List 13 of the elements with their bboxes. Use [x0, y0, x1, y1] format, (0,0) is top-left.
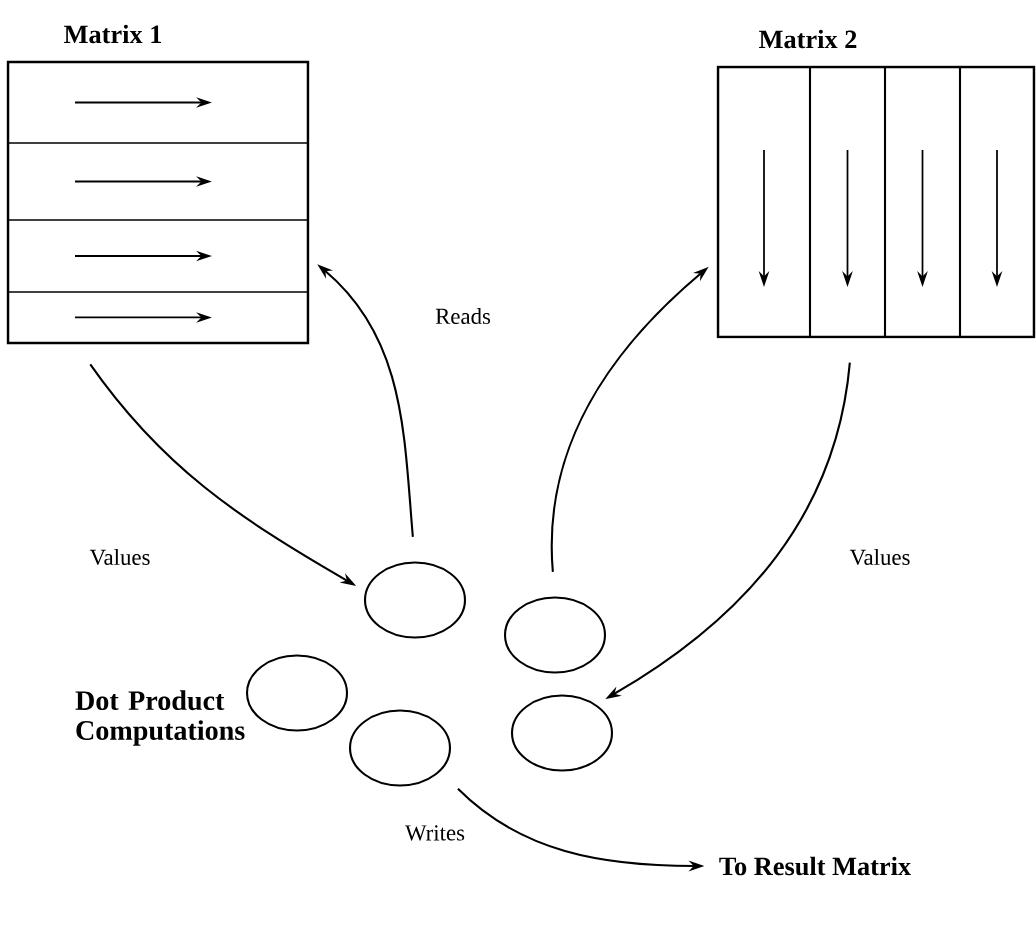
edge-label: Values: [87, 547, 153, 567]
ellipse: [363, 561, 467, 639]
edge-label: Writes: [403, 823, 467, 843]
matrix-title: Matrix 1: [64, 24, 162, 44]
edge-label: Values: [847, 547, 913, 567]
matrix-title: Matrix 2: [759, 29, 857, 49]
group-label: Dot Product Computations: [75, 690, 245, 746]
destination-label: To Result Matrix: [719, 856, 911, 876]
ellipse: [348, 709, 452, 787]
ellipse: [510, 694, 614, 772]
ellipse: [245, 654, 349, 732]
edge-label: Reads: [433, 306, 493, 326]
ellipse: [503, 596, 607, 674]
